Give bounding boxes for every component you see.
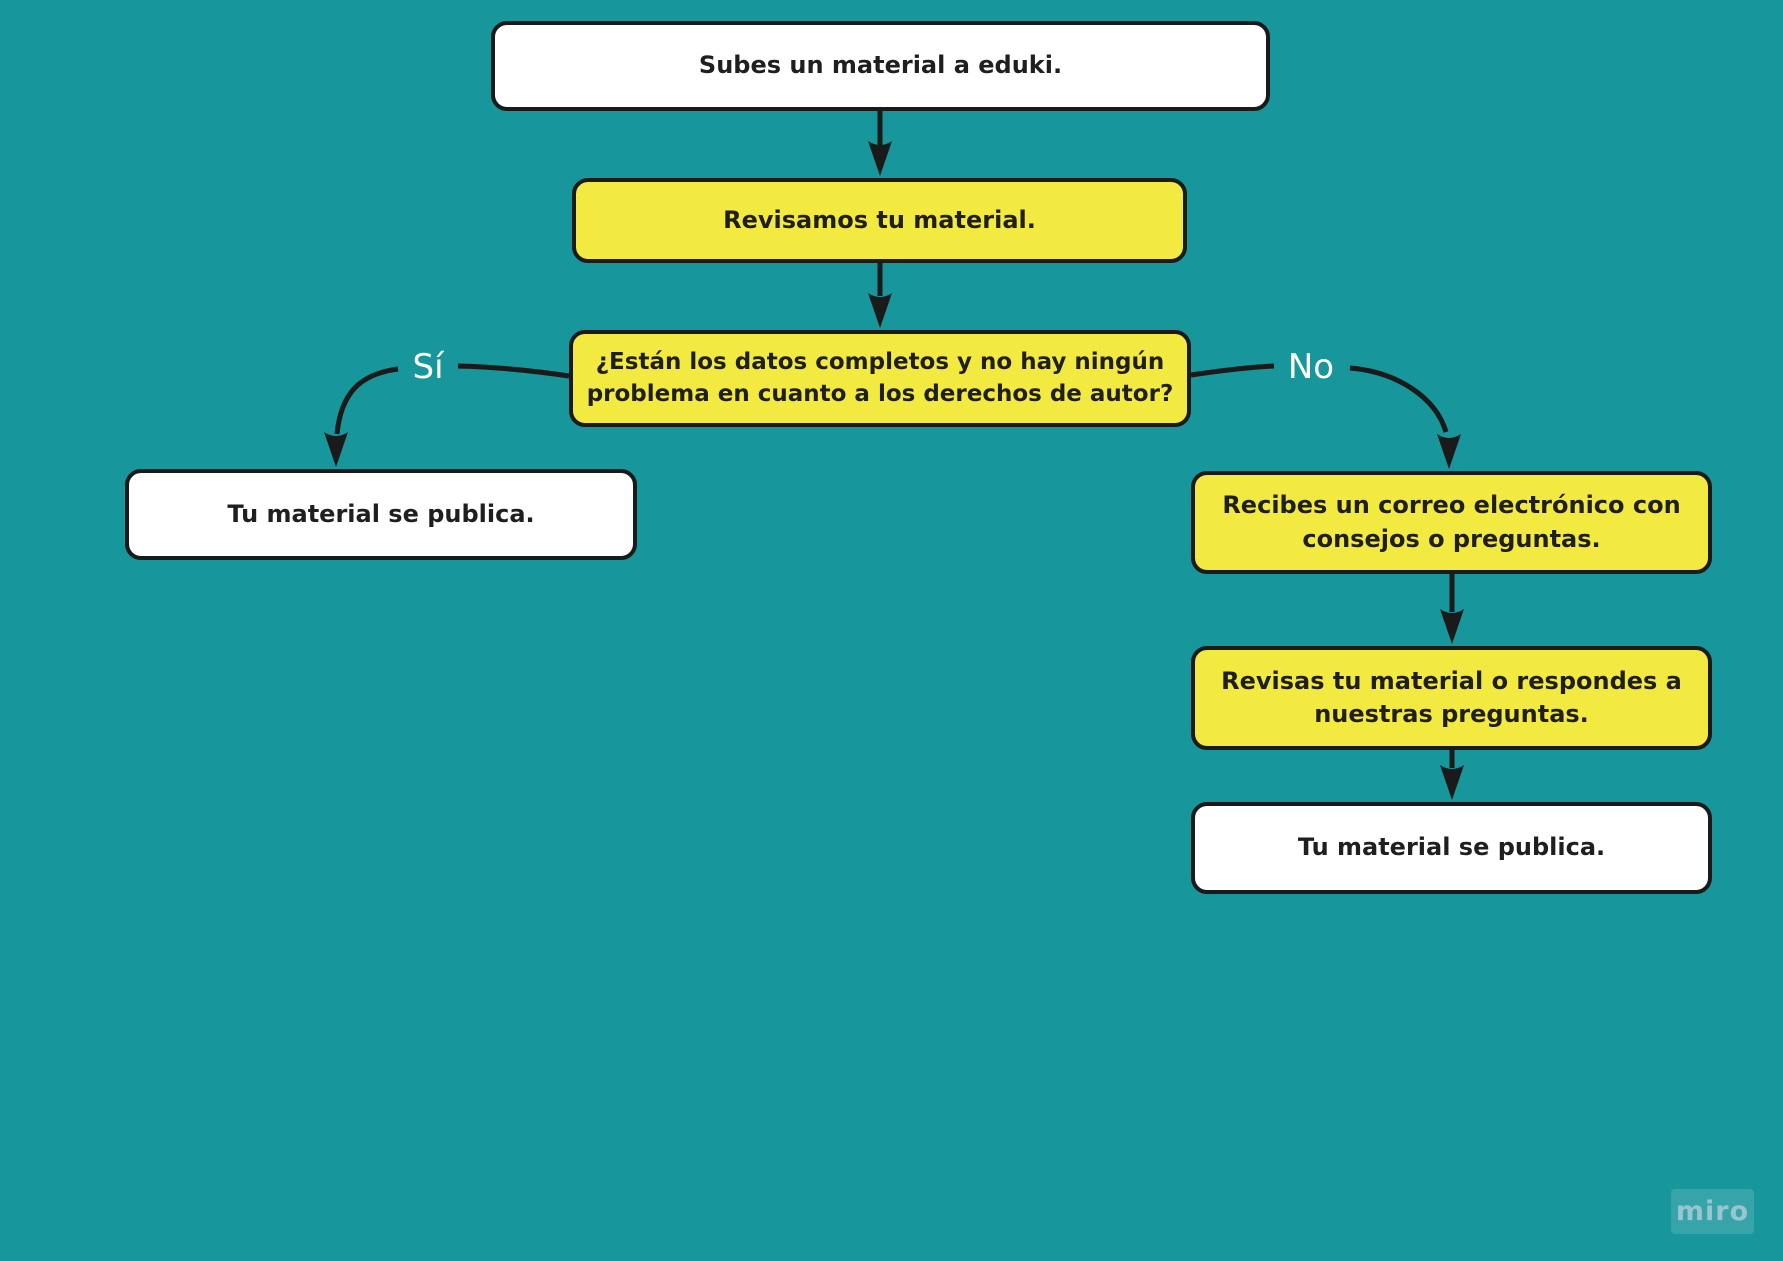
flow-node-published-right-text: Tu material se publica. bbox=[1297, 833, 1606, 862]
edge-label-yes[interactable]: Sí bbox=[412, 347, 444, 387]
connector-decision-to-no-label bbox=[1190, 363, 1275, 378]
flow-node-decision-text-line1: ¿Están los datos completos y no hay ning… bbox=[595, 348, 1165, 375]
flow-node-email-text-line2: consejos o preguntas. bbox=[1302, 524, 1601, 553]
flow-node-decision[interactable]: ¿Están los datos completos y no hay ning… bbox=[569, 330, 1191, 427]
connector-decision-to-yes-label bbox=[457, 363, 570, 379]
connector-no-label-to-email bbox=[1349, 365, 1449, 433]
connector-yes-label-to-published-left bbox=[334, 366, 399, 435]
edge-label-no[interactable]: No bbox=[1287, 347, 1335, 387]
flow-node-published-right[interactable]: Tu material se publica. bbox=[1191, 802, 1712, 894]
flow-node-revise-text-line1: Revisas tu material o respondes a bbox=[1221, 666, 1682, 695]
flow-node-email-text-line1: Recibes un correo electrónico con bbox=[1222, 491, 1681, 520]
arrowhead-no-to-email bbox=[1437, 434, 1461, 469]
arrowhead-review-to-decision bbox=[868, 293, 892, 328]
flow-node-published-left-text: Tu material se publica. bbox=[227, 499, 535, 528]
flow-node-revise-text-line2: nuestras preguntas. bbox=[1314, 700, 1589, 728]
flow-node-published-left[interactable]: Tu material se publica. bbox=[125, 469, 637, 560]
flow-node-email[interactable]: Recibes un correo electrónico con consej… bbox=[1191, 471, 1712, 574]
flow-node-review[interactable]: Revisamos tu material. bbox=[572, 178, 1187, 263]
arrowhead-revise-to-published-right bbox=[1440, 765, 1464, 800]
flow-node-decision-text-line2: problema en cuanto a los derechos de aut… bbox=[586, 380, 1174, 407]
arrowhead-email-to-revise bbox=[1440, 609, 1464, 644]
arrowhead-upload-to-review bbox=[868, 141, 892, 176]
arrowhead-yes-to-published-left bbox=[324, 432, 348, 467]
miro-watermark: miro bbox=[1671, 1189, 1754, 1234]
flow-node-upload[interactable]: Subes un material a eduki. bbox=[491, 21, 1270, 111]
flow-node-upload-text: Subes un material a eduki. bbox=[698, 51, 1063, 80]
flow-node-review-text: Revisamos tu material. bbox=[723, 205, 1036, 234]
flow-node-revise[interactable]: Revisas tu material o respondes a nuestr… bbox=[1191, 646, 1712, 750]
